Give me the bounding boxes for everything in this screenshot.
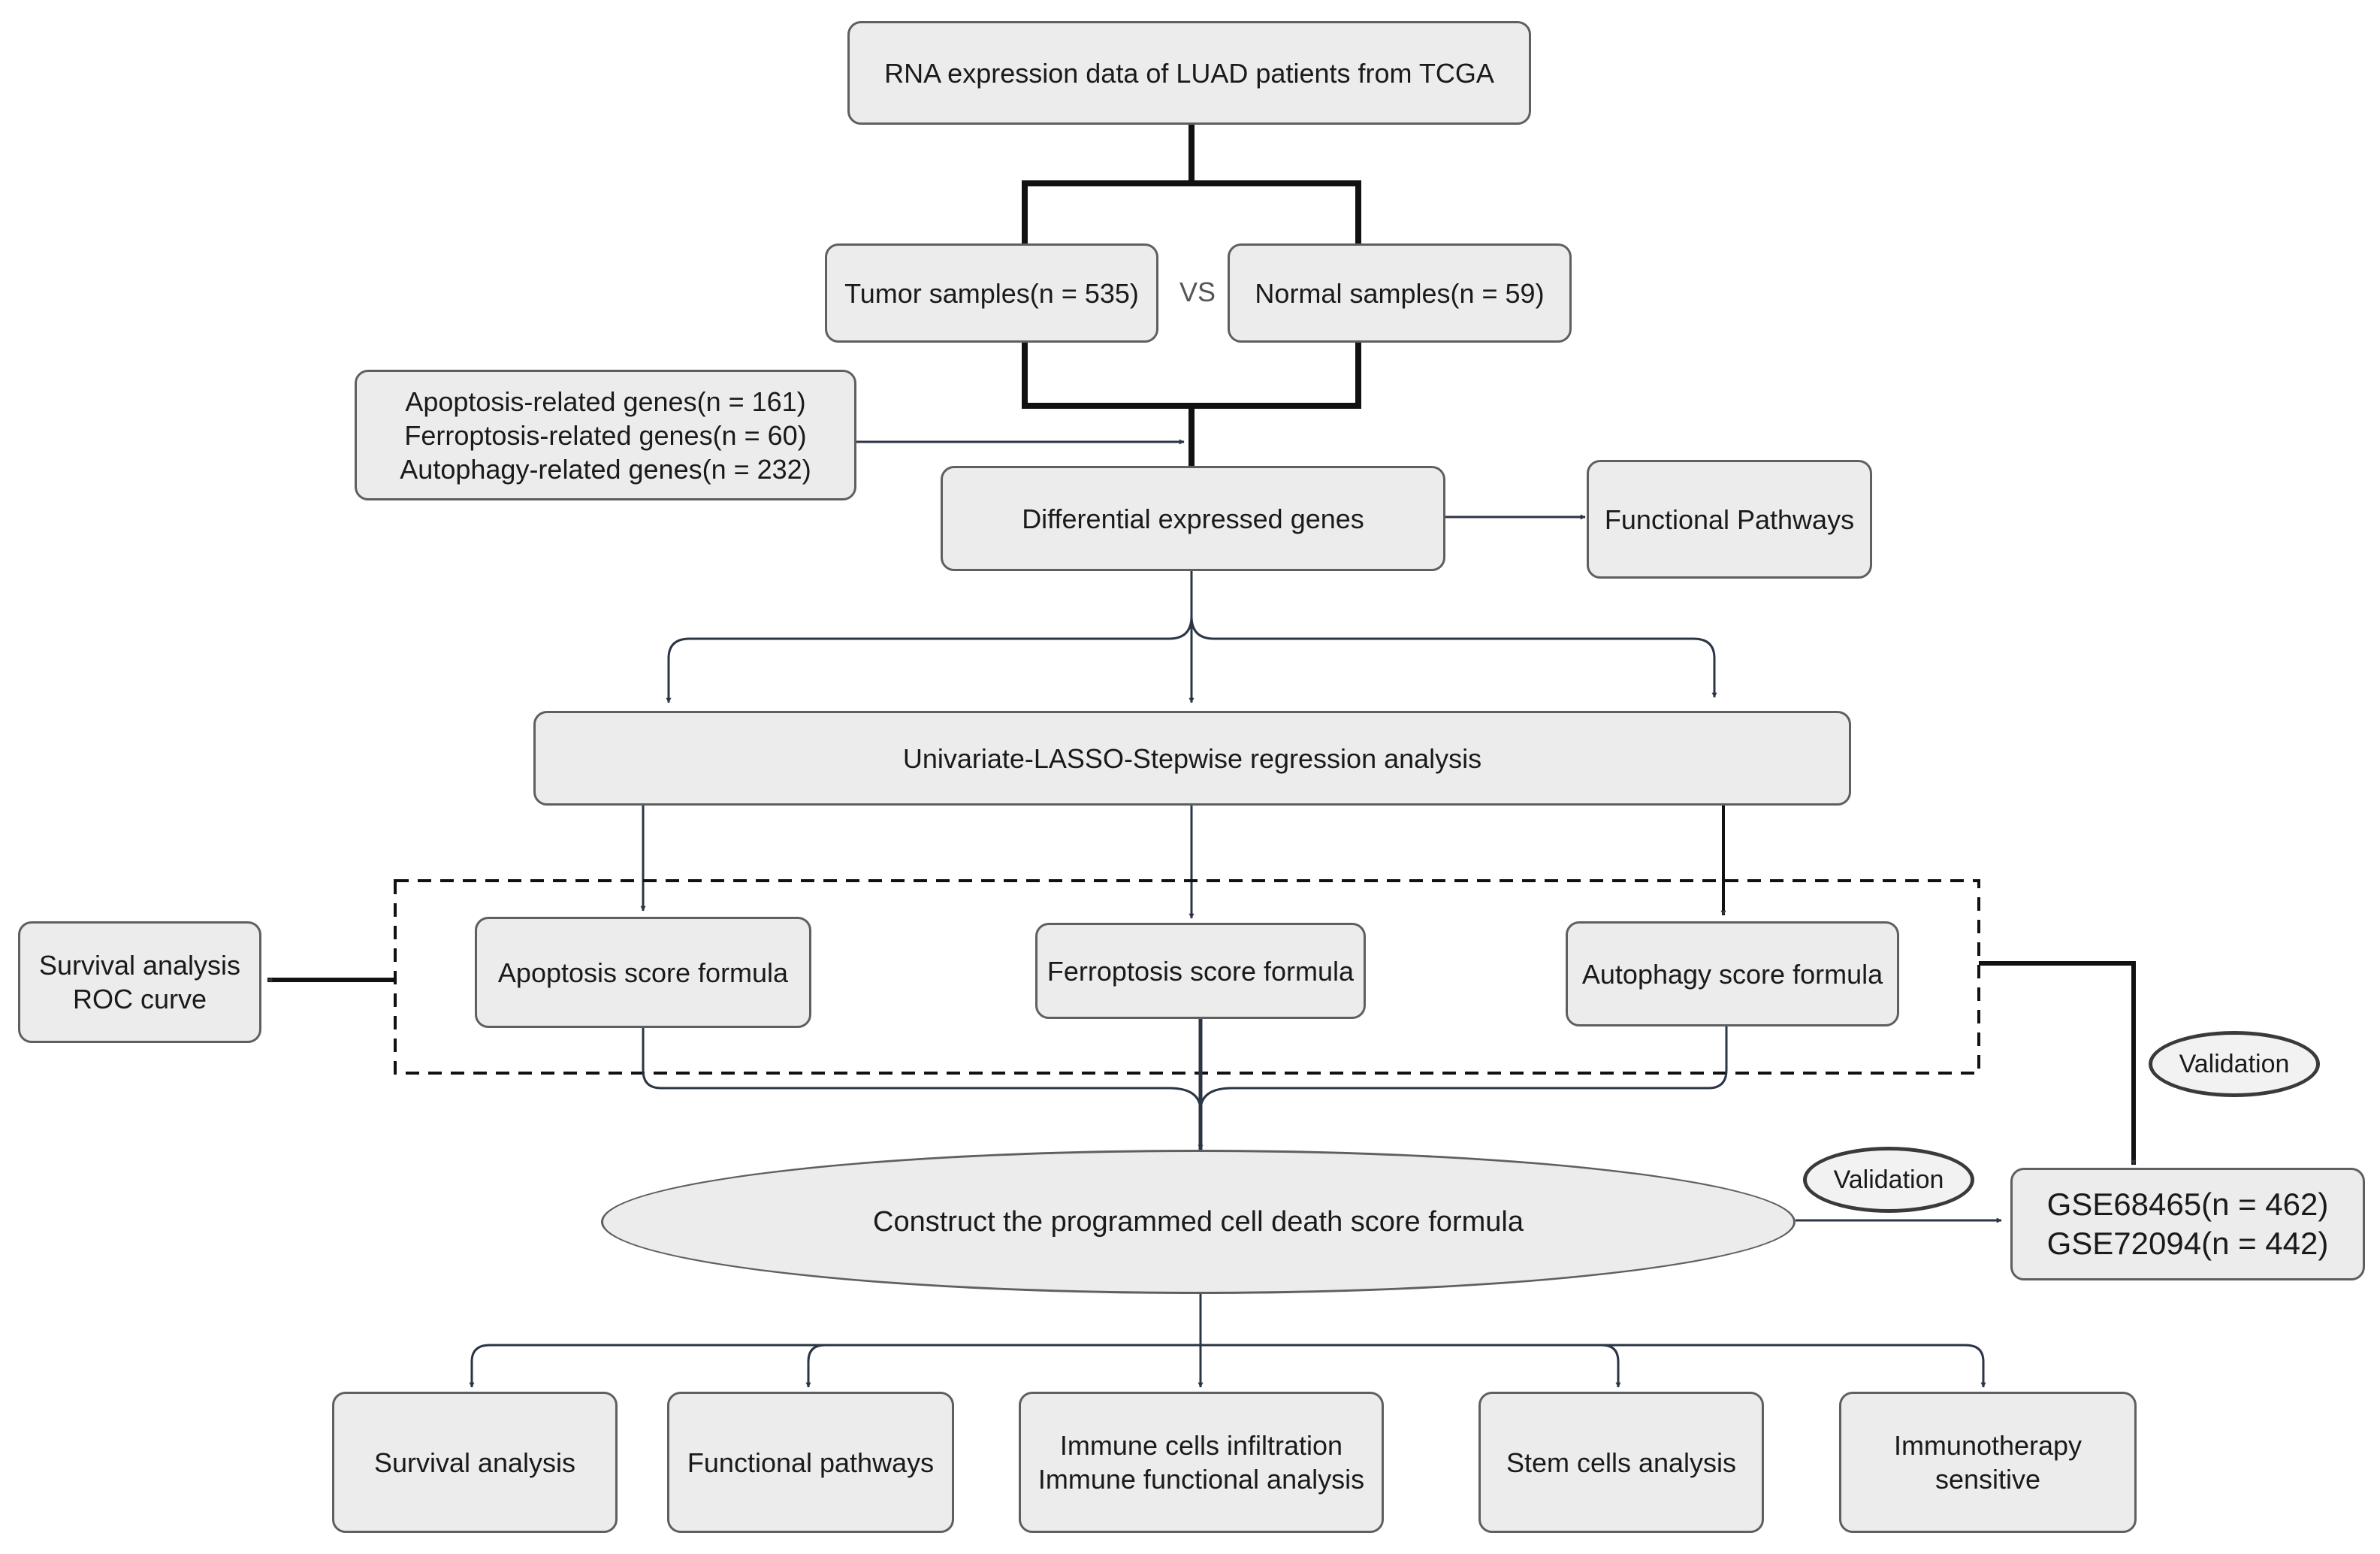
arrow-group-to-gse bbox=[1979, 961, 2137, 1166]
bracket-top bbox=[1022, 180, 1361, 243]
output-survival-box: Survival analysis bbox=[332, 1392, 618, 1533]
survival-analysis-label: Survival analysis bbox=[38, 950, 241, 981]
validation-badge-right: Validation bbox=[2149, 1031, 2320, 1097]
pcd-formula-label: Construct the programmed cell death scor… bbox=[873, 1205, 1524, 1238]
functional-pathways-top-label: Functional Pathways bbox=[1604, 503, 1855, 535]
autophagy-genes-label: Autophagy-related genes(n = 232) bbox=[400, 453, 811, 485]
output-survival-label: Survival analysis bbox=[373, 1447, 576, 1478]
ferroptosis-formula-label: Ferroptosis score formula bbox=[1047, 955, 1355, 987]
merge-apoptosis bbox=[642, 1028, 1202, 1111]
gse72094-label: GSE72094(n = 442) bbox=[2046, 1226, 2329, 1261]
branch-deg-right bbox=[1190, 615, 1717, 698]
vs-label: VS bbox=[1179, 277, 1216, 307]
apoptosis-formula-box: Apoptosis score formula bbox=[475, 917, 811, 1028]
validation-right-label: Validation bbox=[2179, 1049, 2290, 1078]
gene-sets-box: Apoptosis-related genes(n = 161) Ferropt… bbox=[355, 370, 856, 500]
formula-group-frame bbox=[394, 879, 1980, 1075]
output-immunotherapy-box: Immunotherapy sensitive bbox=[1839, 1392, 2137, 1533]
deg-box: Differential expressed genes bbox=[941, 466, 1445, 571]
output-stem-label: Stem cells analysis bbox=[1506, 1447, 1737, 1478]
roc-curve-label: ROC curve bbox=[72, 984, 207, 1014]
regression-box: Univariate-LASSO-Stepwise regression ana… bbox=[533, 711, 1851, 806]
output-functional-box: Functional pathways bbox=[667, 1392, 954, 1533]
branch-out-immunotherapy bbox=[1965, 1344, 1986, 1388]
normal-samples-box: Normal samples(n = 59) bbox=[1228, 243, 1572, 343]
output-sensitive-label: sensitive bbox=[1935, 1464, 2041, 1495]
rna-expression-label: RNA expression data of LUAD patients fro… bbox=[884, 57, 1494, 89]
tumor-samples-label: Tumor samples(n = 535) bbox=[844, 277, 1139, 309]
output-immune-infiltration-label: Immune cells infiltration bbox=[1059, 1430, 1343, 1461]
output-immunotherapy-label: Immunotherapy bbox=[1893, 1430, 2082, 1461]
pcd-formula-ellipse: Construct the programmed cell death scor… bbox=[601, 1150, 1796, 1294]
branch-out-survival bbox=[469, 1344, 491, 1388]
autophagy-formula-box: Autophagy score formula bbox=[1566, 921, 1899, 1026]
output-immune-functional-label: Immune functional analysis bbox=[1037, 1464, 1365, 1495]
merge-autophagy bbox=[1199, 1026, 1728, 1111]
apoptosis-genes-label: Apoptosis-related genes(n = 161) bbox=[405, 385, 806, 417]
functional-pathways-top-box: Functional Pathways bbox=[1587, 460, 1872, 579]
deg-label: Differential expressed genes bbox=[1022, 503, 1364, 534]
ferroptosis-genes-label: Ferroptosis-related genes(n = 60) bbox=[404, 419, 807, 451]
output-functional-label: Functional pathways bbox=[687, 1447, 935, 1478]
regression-label: Univariate-LASSO-Stepwise regression ana… bbox=[902, 742, 1482, 774]
survival-roc-box: Survival analysis ROC curve bbox=[18, 921, 261, 1043]
tumor-samples-box: Tumor samples(n = 535) bbox=[825, 243, 1158, 343]
branch-deg-left bbox=[666, 615, 1193, 703]
gse-validation-box: GSE68465(n = 462) GSE72094(n = 442) bbox=[2010, 1168, 2365, 1280]
branch-out-functional bbox=[805, 1344, 826, 1388]
output-immune-box: Immune cells infiltration Immune functio… bbox=[1019, 1392, 1384, 1533]
validation-mid-label: Validation bbox=[1833, 1165, 1944, 1194]
ferroptosis-formula-box: Ferroptosis score formula bbox=[1035, 923, 1366, 1019]
bracket-bottom bbox=[1022, 343, 1361, 409]
output-stem-box: Stem cells analysis bbox=[1478, 1392, 1764, 1533]
branch-out-stem bbox=[1601, 1344, 1621, 1388]
normal-samples-label: Normal samples(n = 59) bbox=[1255, 277, 1545, 309]
gse68465-label: GSE68465(n = 462) bbox=[2046, 1186, 2329, 1222]
autophagy-formula-label: Autophagy score formula bbox=[1581, 958, 1883, 990]
apoptosis-formula-label: Apoptosis score formula bbox=[497, 957, 789, 988]
rna-expression-box: RNA expression data of LUAD patients fro… bbox=[847, 21, 1531, 125]
validation-badge-mid: Validation bbox=[1803, 1147, 1974, 1213]
